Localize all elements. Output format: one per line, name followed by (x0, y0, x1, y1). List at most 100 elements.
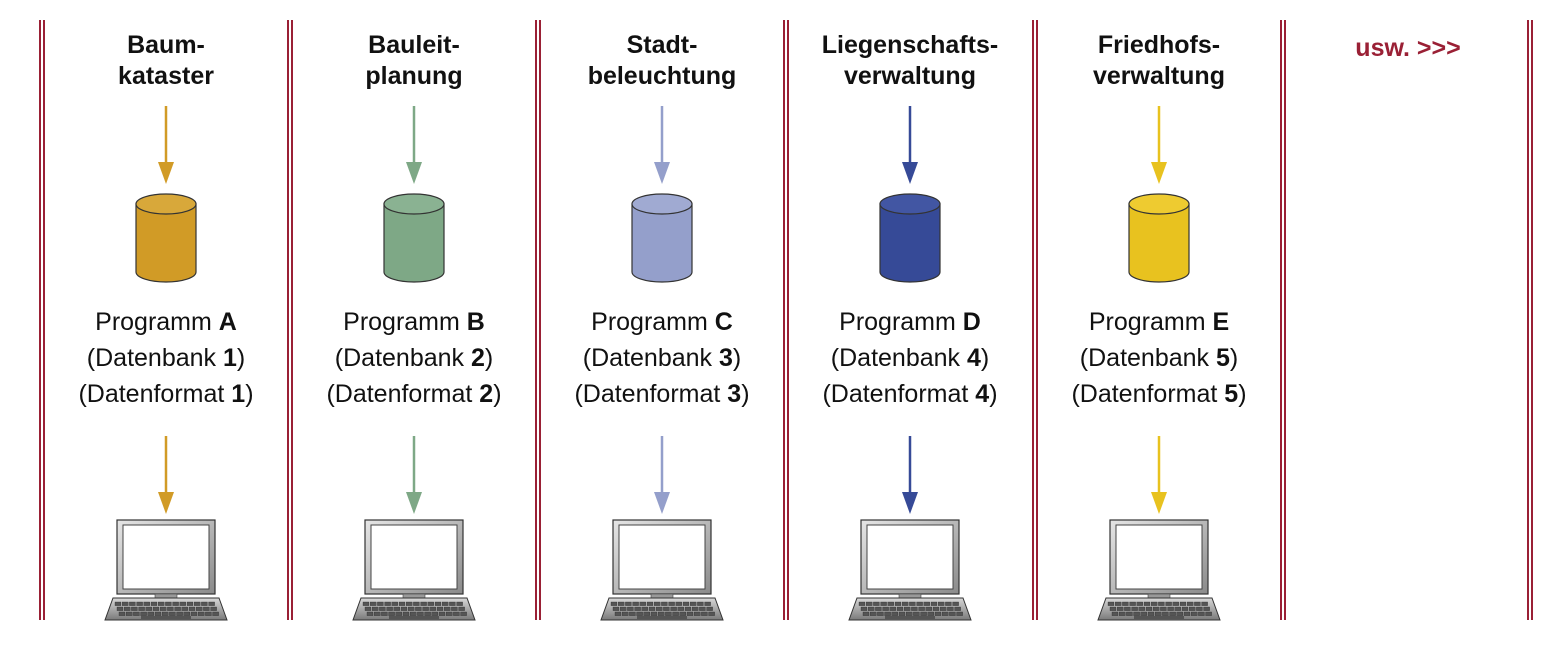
down-arrow-icon (158, 106, 174, 184)
column-title: Friedhofs-verwaltung (1035, 30, 1283, 92)
column-title: Baum-kataster (42, 30, 290, 92)
column-divider (287, 20, 293, 620)
column-title: Bauleit-planung (290, 30, 538, 92)
down-arrow-icon (902, 436, 918, 514)
database-icon (631, 193, 693, 283)
column-title: Liegenschafts-verwaltung (786, 30, 1034, 92)
column-title-line: planung (365, 62, 463, 90)
database-close: ) (980, 344, 990, 372)
program-label: Programm B (290, 304, 538, 340)
database-number: 1 (222, 344, 237, 372)
format-label: (Datenformat 3) (538, 376, 786, 412)
format-text: (Datenformat (822, 380, 969, 408)
program-letter: C (714, 308, 733, 336)
column-title-line: Friedhofs- (1097, 31, 1221, 59)
program-info: Programm B (Datenbank 2) (Datenformat 2) (290, 304, 538, 412)
program-prefix: Programm (839, 308, 956, 336)
format-label: (Datenformat 4) (786, 376, 1034, 412)
program-label: Programm C (538, 304, 786, 340)
program-letter: B (466, 308, 485, 336)
column-divider (1280, 20, 1286, 620)
program-label: Programm A (42, 304, 290, 340)
format-number: 2 (479, 380, 494, 408)
format-close: ) (1238, 380, 1247, 408)
column-divider (39, 20, 45, 620)
format-text: (Datenformat (326, 380, 473, 408)
computer-icon (104, 519, 228, 621)
column-divider (535, 20, 541, 620)
program-info: Programm E (Datenbank 5) (Datenformat 5) (1035, 304, 1283, 412)
column-title-line: kataster (118, 62, 214, 90)
down-arrow-icon (158, 436, 174, 514)
database-close: ) (484, 344, 494, 372)
format-number: 5 (1224, 380, 1239, 408)
program-info: Programm C (Datenbank 3) (Datenformat 3) (538, 304, 786, 412)
program-prefix: Programm (1088, 308, 1206, 336)
format-close: ) (741, 380, 750, 408)
down-arrow-icon (1151, 106, 1167, 184)
column-baumkataster: Baum-kataster Programm A (Datenbank 1) (… (42, 0, 290, 650)
column-title-line: Stadt- (626, 31, 698, 59)
computer-icon (352, 519, 476, 621)
format-number: 1 (231, 380, 246, 408)
database-icon (1128, 193, 1190, 283)
program-prefix: Programm (591, 308, 708, 336)
down-arrow-icon (406, 436, 422, 514)
database-text: (Datenbank (582, 344, 713, 372)
column-title-line: verwaltung (1093, 62, 1225, 90)
database-number: 4 (966, 344, 981, 372)
program-label: Programm D (786, 304, 1034, 340)
program-letter: A (218, 308, 237, 336)
database-close: ) (1229, 344, 1239, 372)
format-text: (Datenformat (574, 380, 721, 408)
format-label: (Datenformat 5) (1035, 376, 1283, 412)
computer-icon (1097, 519, 1221, 621)
down-arrow-icon (902, 106, 918, 184)
format-number: 3 (727, 380, 742, 408)
database-number: 5 (1215, 344, 1230, 372)
format-number: 4 (975, 380, 990, 408)
format-label: (Datenformat 1) (42, 376, 290, 412)
column-title-line: Baum- (127, 31, 205, 59)
database-number: 2 (470, 344, 485, 372)
computer-icon (848, 519, 972, 621)
database-label: (Datenbank 4) (786, 340, 1034, 376)
column-title-line: beleuchtung (587, 62, 737, 90)
program-prefix: Programm (95, 308, 212, 336)
format-close: ) (989, 380, 998, 408)
column-divider (1527, 20, 1533, 620)
format-label: (Datenformat 2) (290, 376, 538, 412)
down-arrow-icon (654, 106, 670, 184)
database-text: (Datenbank (334, 344, 465, 372)
column-title: Stadt-beleuchtung (538, 30, 786, 92)
database-close: ) (732, 344, 742, 372)
database-icon (383, 193, 445, 283)
column-liegenschaftsverwaltung: Liegenschafts-verwaltung Programm D (Dat… (786, 0, 1034, 650)
database-label: (Datenbank 2) (290, 340, 538, 376)
column-title-line: Liegenschafts- (821, 31, 999, 59)
database-label: (Datenbank 3) (538, 340, 786, 376)
program-info: Programm D (Datenbank 4) (Datenformat 4) (786, 304, 1034, 412)
database-icon (879, 193, 941, 283)
column-title-line: verwaltung (844, 62, 976, 90)
down-arrow-icon (1151, 436, 1167, 514)
database-text: (Datenbank (1079, 344, 1210, 372)
column-divider (1032, 20, 1038, 620)
program-letter: E (1212, 308, 1230, 336)
format-close: ) (493, 380, 502, 408)
format-text: (Datenformat (1071, 380, 1218, 408)
program-label: Programm E (1035, 304, 1283, 340)
database-label: (Datenbank 5) (1035, 340, 1283, 376)
column-friedhofsverwaltung: Friedhofs-verwaltung Programm E (Datenba… (1035, 0, 1283, 650)
format-text: (Datenformat (78, 380, 225, 408)
column-bauleitplanung: Bauleit-planung Programm B (Datenbank 2)… (290, 0, 538, 650)
database-text: (Datenbank (830, 344, 961, 372)
computer-icon (600, 519, 724, 621)
column-stadtbeleuchtung: Stadt-beleuchtung Programm C (Datenbank … (538, 0, 786, 650)
down-arrow-icon (406, 106, 422, 184)
format-close: ) (245, 380, 254, 408)
down-arrow-icon (654, 436, 670, 514)
program-prefix: Programm (343, 308, 460, 336)
usw-label: usw. >>> (1355, 34, 1461, 62)
database-label: (Datenbank 1) (42, 340, 290, 376)
